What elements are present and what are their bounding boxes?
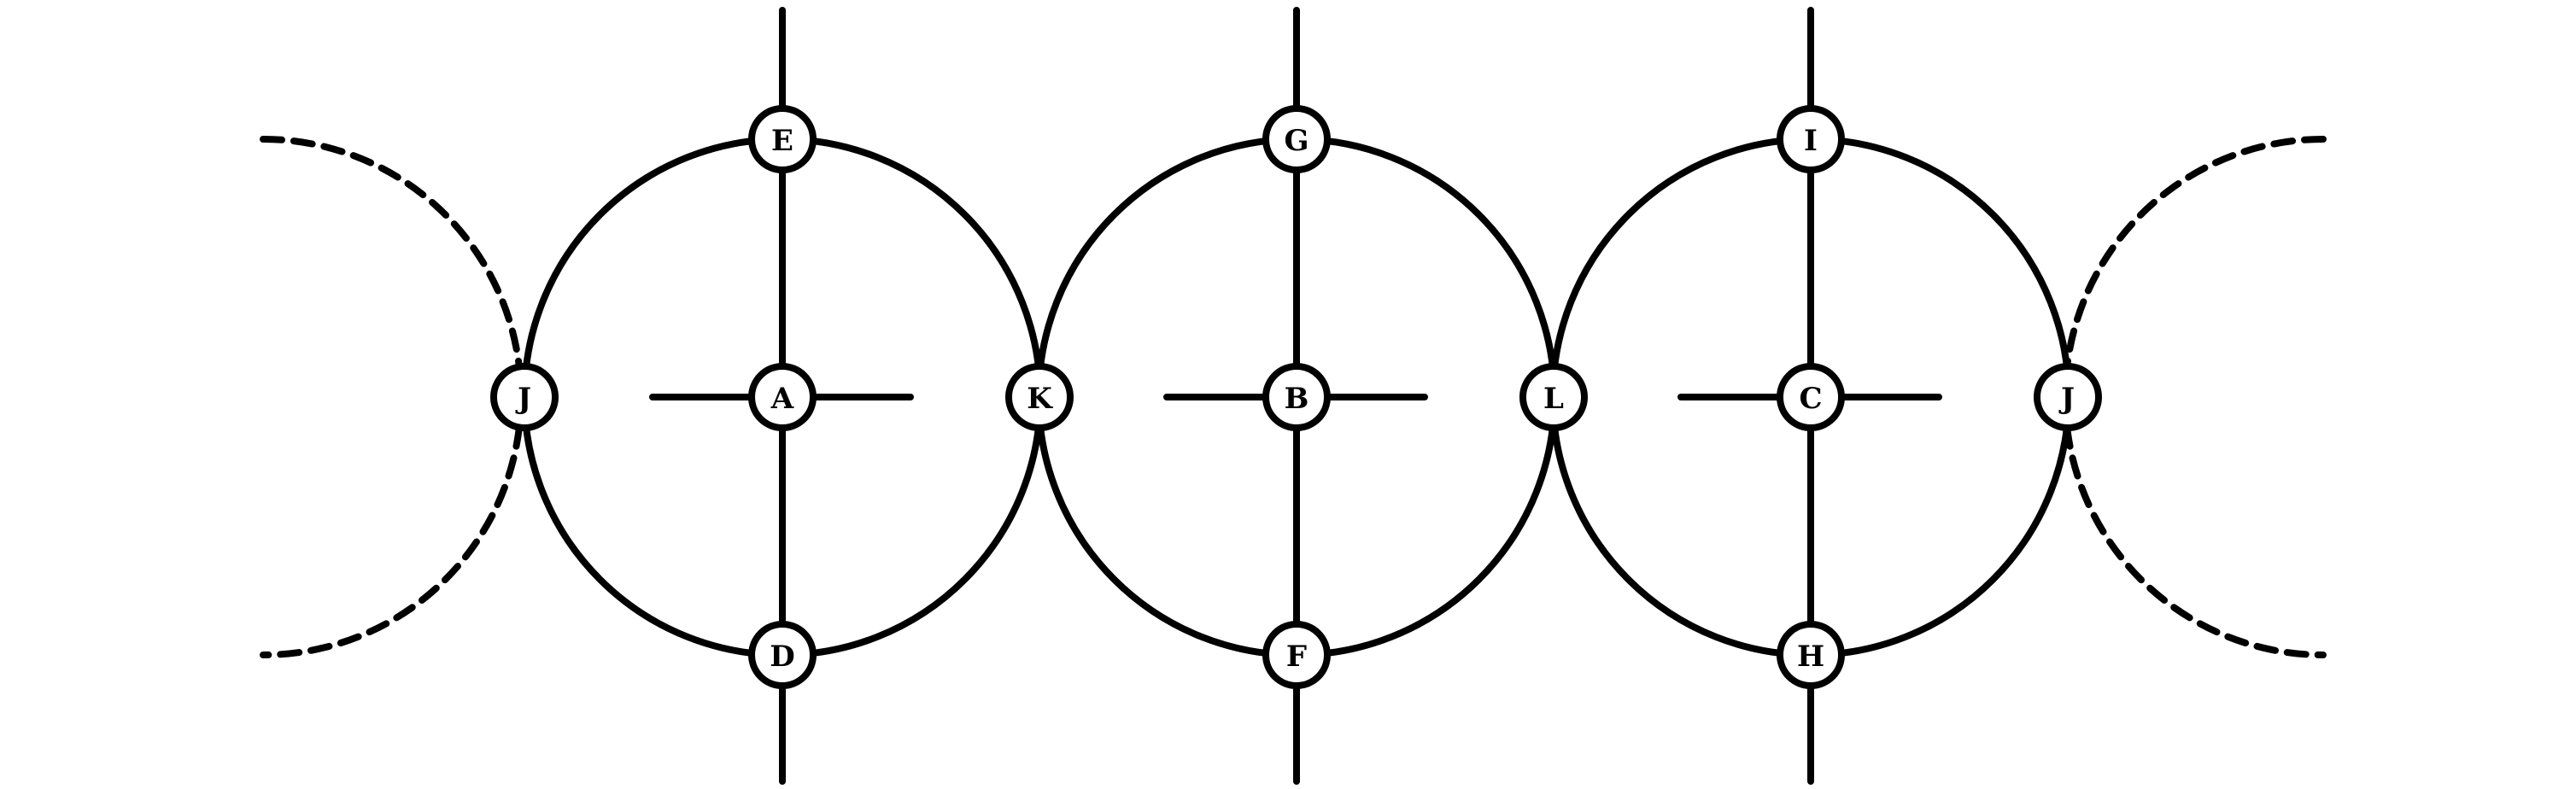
left-dashed-arc-bottom bbox=[260, 394, 524, 658]
node-j-left: J bbox=[490, 363, 559, 431]
node-e: E bbox=[748, 105, 817, 173]
node-g-label: G bbox=[1284, 124, 1308, 158]
node-b: B bbox=[1262, 363, 1331, 431]
node-l-label: L bbox=[1543, 382, 1564, 416]
node-i-label: I bbox=[1804, 124, 1818, 158]
node-a-label: A bbox=[770, 382, 794, 416]
node-c: C bbox=[1777, 363, 1845, 431]
left-dashed-arc-top bbox=[260, 136, 524, 400]
node-c-label: C bbox=[1799, 382, 1822, 416]
right-dashed-arc-top bbox=[2062, 136, 2327, 400]
node-j-left-label: J bbox=[515, 382, 531, 416]
node-d-label: D bbox=[770, 640, 794, 674]
node-l: L bbox=[1519, 363, 1588, 431]
node-g: G bbox=[1262, 105, 1331, 173]
node-j-right: J bbox=[2034, 363, 2102, 431]
node-f: F bbox=[1262, 621, 1331, 689]
node-j-right-label: J bbox=[2058, 382, 2075, 416]
node-d: D bbox=[748, 621, 817, 689]
node-h-label: H bbox=[1797, 640, 1824, 674]
node-h: H bbox=[1777, 621, 1845, 689]
node-e-label: E bbox=[771, 124, 793, 158]
node-i: I bbox=[1777, 105, 1845, 173]
right-dashed-arc-bottom bbox=[2062, 394, 2327, 658]
node-k-label: K bbox=[1027, 382, 1053, 416]
node-k: K bbox=[1005, 363, 1074, 431]
node-b-label: B bbox=[1285, 382, 1309, 416]
node-f-label: F bbox=[1286, 640, 1307, 674]
node-a: A bbox=[748, 363, 817, 431]
